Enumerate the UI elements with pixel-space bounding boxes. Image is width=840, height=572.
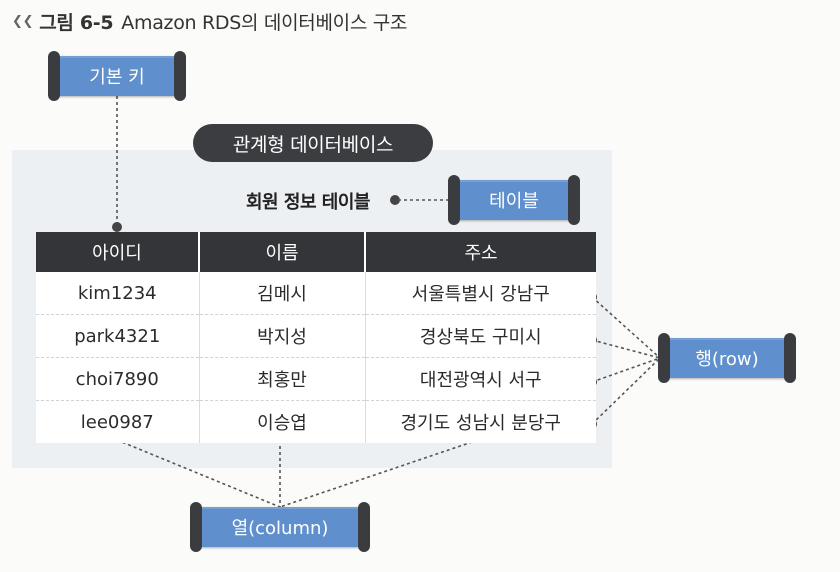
column-connector-1 [116, 439, 281, 508]
row-tag: 행(row) [658, 333, 796, 383]
row-connector-4 [591, 357, 661, 425]
primary-key-dot [112, 222, 122, 232]
cell-name: 이승엽 [199, 400, 366, 443]
column-header-name: 이름 [199, 232, 366, 272]
member-info-table: 아이디 이름 주소 kim1234 김메시 서울특별시 강남구 park4321… [36, 232, 596, 443]
cell-address: 경상북도 구미시 [365, 314, 596, 358]
row-connector-3 [591, 357, 661, 383]
figure-caption: ❮❮ 그림 6-5 Amazon RDS의 데이터베이스 구조 [12, 8, 407, 35]
chevron-down-icon: ❮❮ [12, 14, 34, 29]
relational-db-pill: 관계형 데이터베이스 [193, 124, 433, 162]
table-header-row: 아이디 이름 주소 [36, 232, 596, 272]
primary-key-tag: 기본 키 [48, 51, 186, 101]
table-row: park4321 박지성 경상북도 구미시 [36, 314, 596, 358]
cell-name: 김메시 [199, 272, 366, 315]
row-connector-1 [591, 296, 661, 359]
cell-id: lee0987 [36, 400, 200, 443]
table-tag: 테이블 [448, 175, 580, 225]
column-tag: 열(column) [190, 502, 370, 552]
cell-address: 대전광역시 서구 [365, 357, 596, 401]
column-connector-3 [279, 439, 479, 508]
table-row: kim1234 김메시 서울특별시 강남구 [36, 272, 596, 315]
column-header-address: 주소 [365, 232, 596, 272]
cell-name: 박지성 [199, 314, 366, 358]
column-header-id: 아이디 [36, 232, 200, 272]
cell-address: 서울특별시 강남구 [365, 272, 596, 315]
cell-id: choi7890 [36, 357, 200, 401]
cell-id: park4321 [36, 314, 200, 358]
table-name-label: 회원 정보 테이블 [246, 192, 370, 213]
table-row: choi7890 최홍만 대전광역시 서구 [36, 357, 596, 401]
table-label-dot [390, 195, 400, 205]
cell-name: 최홍만 [199, 357, 366, 401]
figure-title: Amazon RDS의 데이터베이스 구조 [121, 12, 408, 34]
table-row: lee0987 이승엽 경기도 성남시 분당구 [36, 400, 596, 443]
figure-number: 그림 6-5 [39, 12, 114, 34]
cell-id: kim1234 [36, 272, 200, 315]
cell-address: 경기도 성남시 분당구 [365, 400, 596, 443]
row-connector-2 [591, 339, 661, 359]
